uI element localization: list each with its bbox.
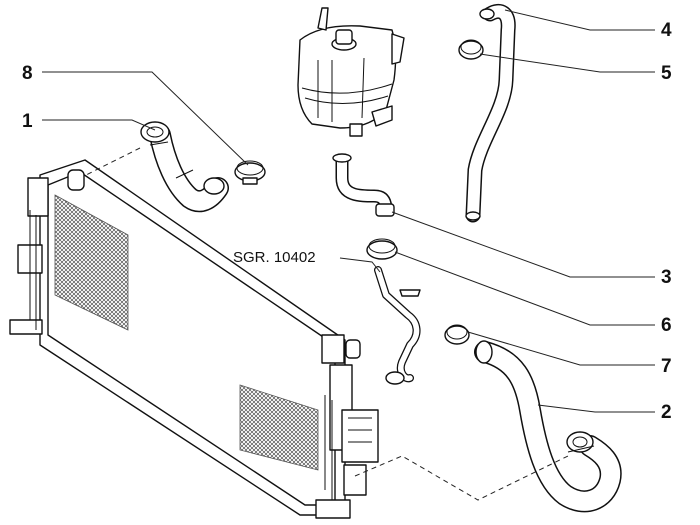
callout-8: 8 bbox=[22, 63, 33, 84]
callout-6: 6 bbox=[661, 315, 672, 336]
callout-1: 1 bbox=[22, 111, 33, 132]
callout-5: 5 bbox=[661, 63, 672, 84]
callout-3: 3 bbox=[661, 267, 672, 288]
callout-labels: 8 1 4 5 3 6 7 2 SGR. 10402 bbox=[22, 20, 672, 423]
coolant-pipe bbox=[374, 266, 421, 385]
radiator bbox=[9, 159, 379, 519]
leader-lines bbox=[42, 9, 655, 413]
reference-label: SGR. 10402 bbox=[233, 249, 316, 266]
callout-4: 4 bbox=[661, 20, 672, 41]
vent-hose bbox=[465, 3, 516, 223]
hose-clamp-7 bbox=[444, 324, 470, 345]
hose-clamp-5 bbox=[458, 39, 484, 60]
upper-radiator-hose bbox=[140, 121, 229, 213]
hose-clamp-8 bbox=[234, 160, 266, 185]
callout-2: 2 bbox=[661, 402, 672, 423]
hose-clamp-6 bbox=[366, 238, 398, 260]
tank-outlet-hose bbox=[332, 153, 395, 217]
lower-radiator-hose bbox=[474, 340, 622, 513]
expansion-tank bbox=[297, 7, 405, 137]
callout-7: 7 bbox=[661, 356, 672, 377]
connection-lines bbox=[85, 147, 571, 501]
